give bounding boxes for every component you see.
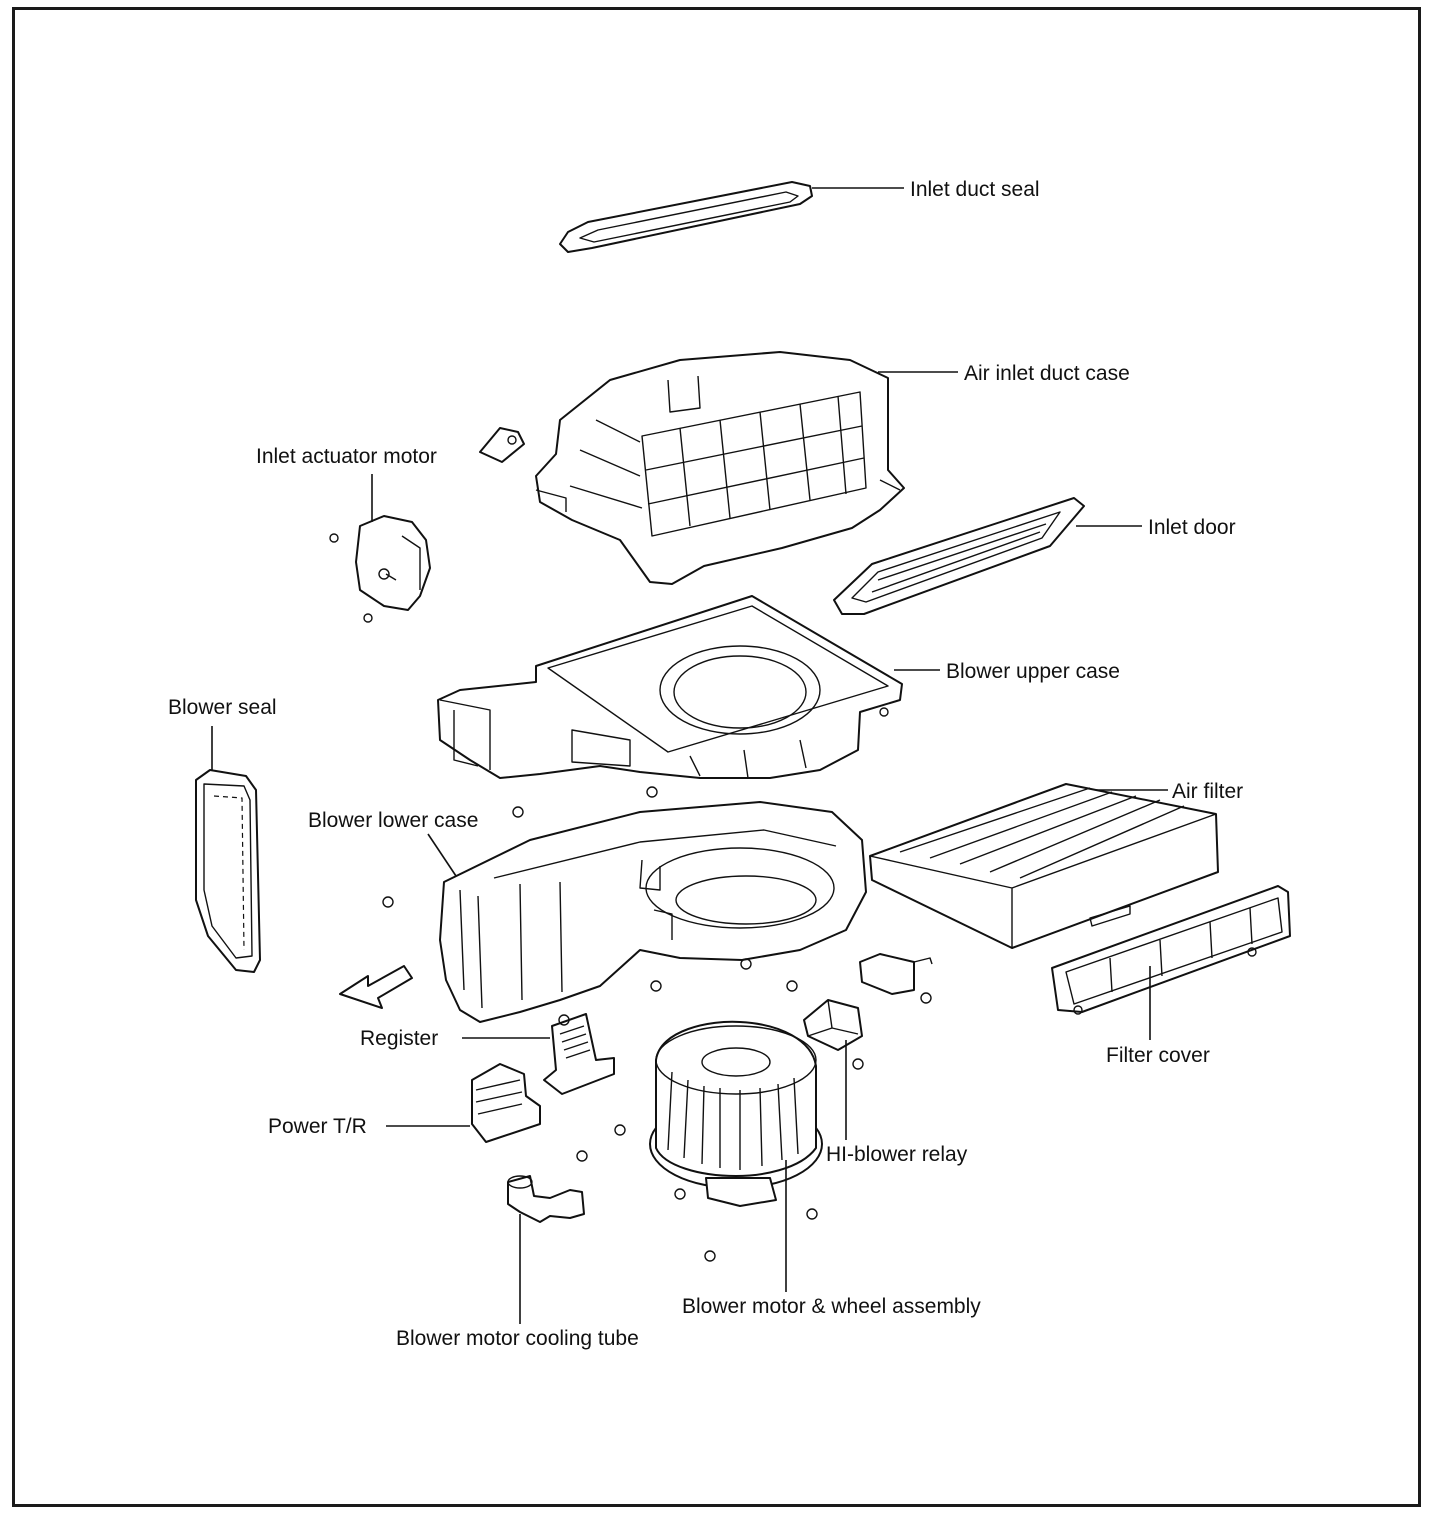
power-tr-part (471, 1063, 541, 1143)
blower-upper-case-part (437, 595, 903, 779)
leader-lines (211, 187, 1168, 1324)
label-hi-blower-relay: HI-blower relay (826, 1143, 968, 1166)
air-filter-part (869, 783, 1219, 949)
airflow-arrow-icon (339, 965, 413, 1009)
screws (382, 707, 1257, 1262)
air-inlet-duct-case-part (535, 351, 905, 585)
label-inlet-actuator-motor: Inlet actuator motor (256, 445, 437, 468)
blower-motor-wheel-part (649, 1020, 823, 1207)
inlet-duct-seal-part (559, 181, 813, 253)
label-inlet-duct-seal: Inlet duct seal (910, 178, 1040, 201)
blower-seal-part (195, 769, 261, 973)
hi-blower-relay-part (803, 953, 933, 1051)
label-blower-seal: Blower seal (168, 696, 277, 719)
label-blower-lower-case: Blower lower case (308, 809, 479, 832)
label-power-tr: Power T/R (268, 1115, 367, 1138)
label-blower-motor-cooling-tube: Blower motor cooling tube (396, 1327, 639, 1350)
cooling-tube-part (507, 1175, 585, 1223)
label-inlet-door: Inlet door (1148, 516, 1236, 539)
label-register: Register (360, 1027, 439, 1050)
filter-cover-part (1051, 885, 1291, 1013)
label-filter-cover: Filter cover (1106, 1044, 1210, 1067)
register-part (543, 1013, 615, 1095)
label-air-filter: Air filter (1172, 780, 1244, 803)
inlet-door-part (833, 497, 1085, 615)
inlet-actuator-motor-part (329, 515, 431, 623)
diagram-frame (12, 7, 1421, 1507)
label-blower-motor-wheel-assembly: Blower motor & wheel assembly (682, 1295, 981, 1318)
label-blower-upper-case: Blower upper case (946, 660, 1120, 683)
inlet-actuator-lever-part (479, 427, 525, 463)
blower-lower-case-part (439, 801, 867, 1023)
label-air-inlet-duct-case: Air inlet duct case (964, 362, 1130, 385)
